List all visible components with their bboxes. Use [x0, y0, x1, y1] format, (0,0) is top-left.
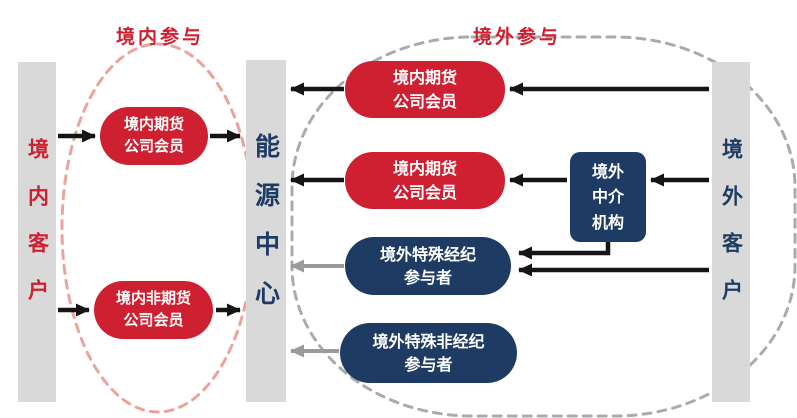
node-route2-futures-member-line1: 境内期货 [392, 159, 457, 179]
node-domestic-futures-member: 境内期货 公司会员 [100, 107, 208, 165]
node-domestic-nonfutures-member-line2: 公司会员 [123, 311, 184, 329]
node-overseas-special-nonbroker-line2: 参与者 [404, 355, 453, 374]
domestic-participation-ring [60, 42, 256, 414]
node-overseas-intermediary-line2: 中介 [591, 187, 624, 207]
node-route2-futures-member: 境内期货 公司会员 [345, 152, 505, 209]
lane-overseas-customer: 境外客户 [712, 62, 750, 402]
lane-energy-center-label: 能源中心 [251, 133, 281, 329]
node-overseas-intermediary: 境外 中介 机构 [570, 152, 646, 242]
group-label-domestic-participation: 境内参与 [115, 26, 204, 48]
node-route1-futures-member: 境内期货 公司会员 [345, 61, 505, 118]
node-domestic-nonfutures-member-line1: 境内非期货 [115, 289, 191, 308]
lane-domestic-customer: 境内客户 [18, 62, 56, 402]
node-route2-futures-member-line2: 公司会员 [392, 182, 457, 202]
lane-energy-center: 能源中心 [246, 60, 286, 402]
lane-overseas-customer-label: 境外客户 [719, 138, 744, 326]
group-label-overseas-participation: 境外参与 [472, 26, 561, 48]
node-overseas-special-nonbroker-line1: 境外特殊非经纪 [372, 331, 485, 351]
node-domestic-futures-member-line1: 境内期货 [123, 115, 184, 134]
node-overseas-special-broker: 境外特殊经纪 参与者 [345, 237, 511, 295]
lane-domestic-customer-label: 境内客户 [25, 138, 50, 326]
node-route1-futures-member-line2: 公司会员 [392, 91, 457, 111]
node-overseas-special-broker-line2: 参与者 [403, 268, 452, 287]
arrow-intermediary-to-special-broker [518, 242, 611, 260]
node-overseas-special-broker-line1: 境外特殊经纪 [379, 244, 476, 264]
node-overseas-intermediary-line3: 机构 [591, 212, 624, 232]
node-route1-futures-member-line1: 境内期货 [392, 68, 457, 88]
node-overseas-intermediary-line1: 境外 [591, 161, 624, 181]
node-overseas-special-nonbroker: 境外特殊非经纪 参与者 [340, 323, 517, 383]
node-domestic-nonfutures-member: 境内非期货 公司会员 [94, 281, 213, 339]
overseas-participation-ring [290, 35, 797, 418]
node-domestic-futures-member-line2: 公司会员 [123, 137, 184, 155]
